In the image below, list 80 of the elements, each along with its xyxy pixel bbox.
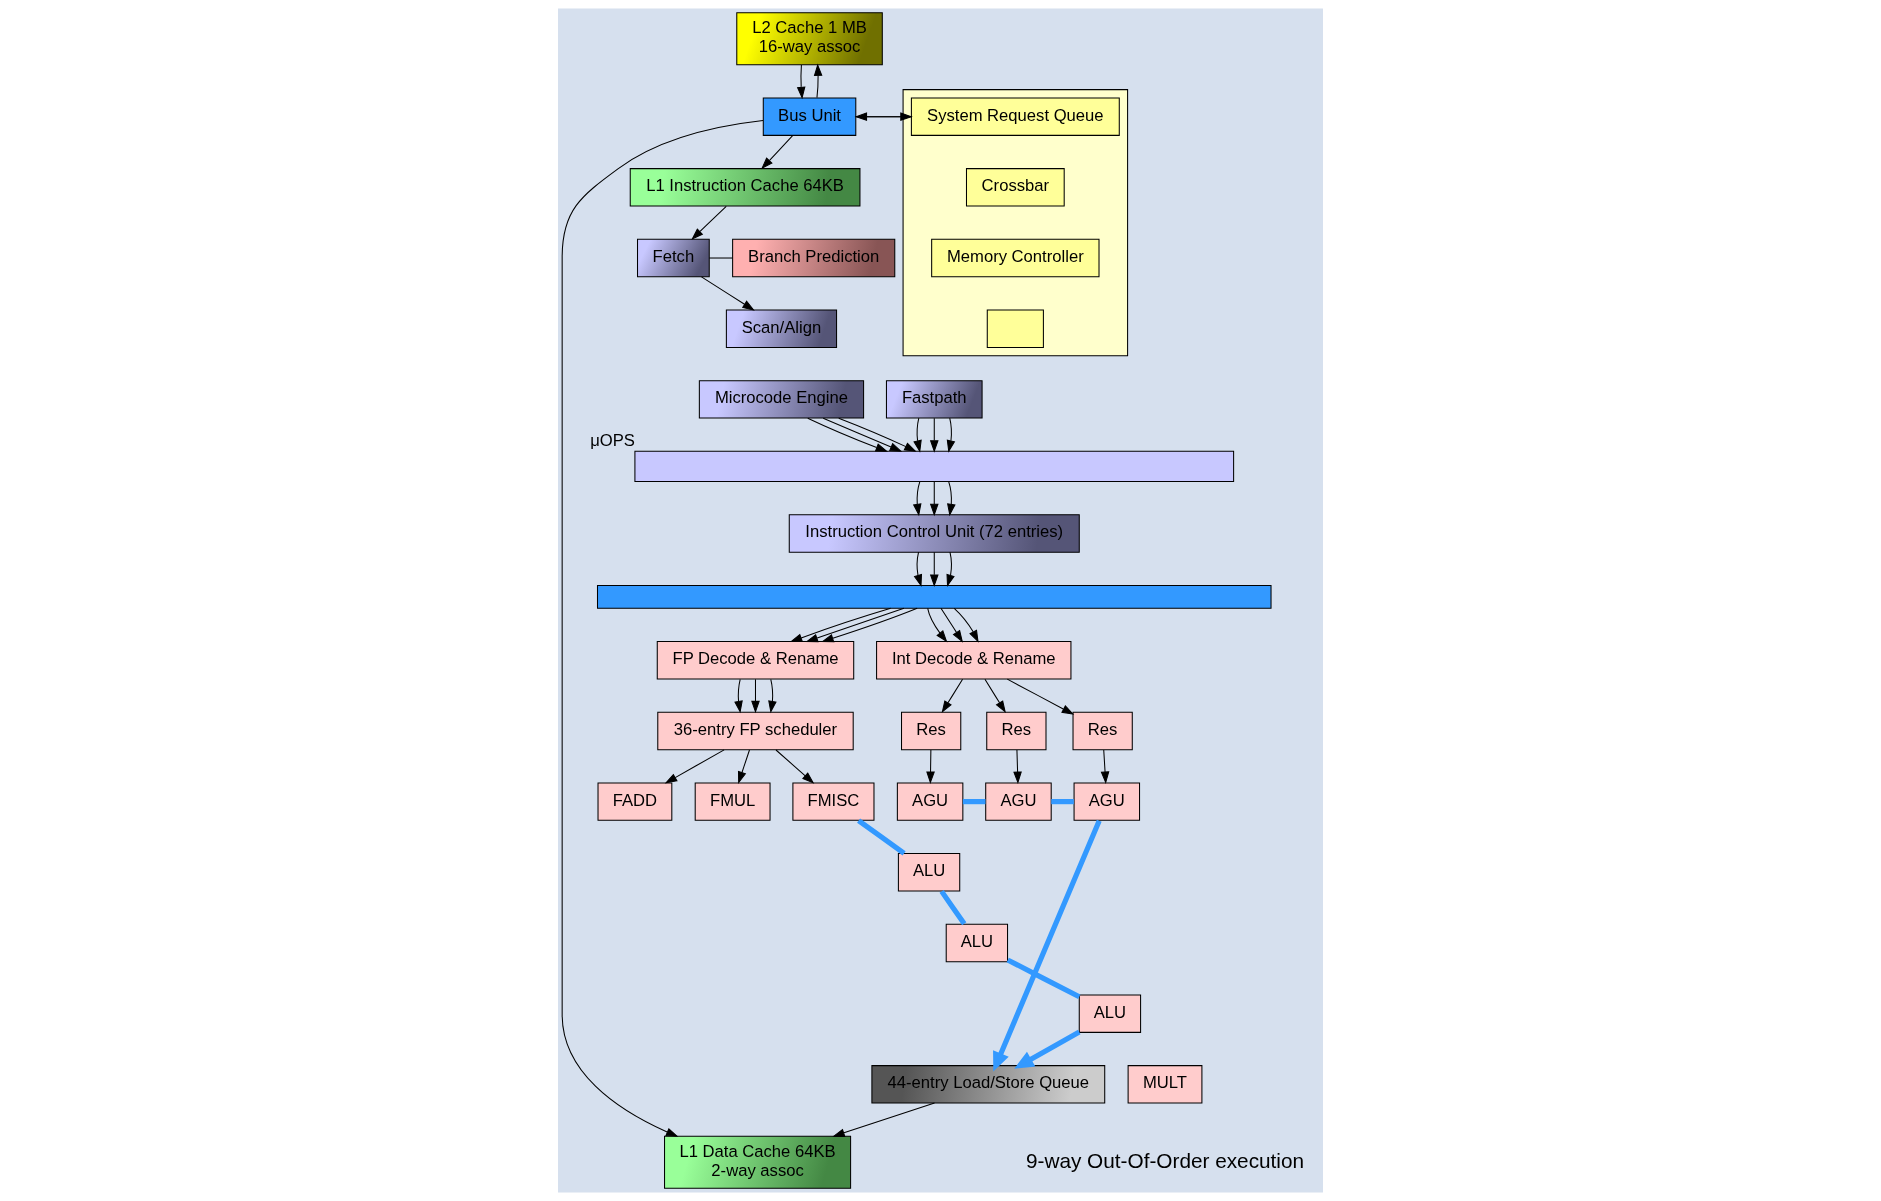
- connector: [1006, 957, 1081, 1000]
- node-box: Int Decode & Rename: [876, 641, 1072, 680]
- node-box: 36-entry FP scheduler: [657, 711, 854, 751]
- arrow: [913, 551, 923, 587]
- node-box: 44-entry Load/Store Queue: [871, 1065, 1106, 1104]
- arrow: [947, 481, 956, 517]
- connector: [857, 818, 906, 856]
- node-box: AGU: [896, 782, 964, 821]
- node-box: Bus Unit: [762, 97, 857, 136]
- arrow: [929, 481, 939, 517]
- node-box: Res: [986, 711, 1047, 751]
- arrow: [796, 64, 806, 100]
- arrow: [664, 749, 725, 784]
- label: 9-way Out-Of-Order execution: [1025, 1148, 1305, 1172]
- node-box: FMUL: [694, 782, 771, 821]
- node-box: Microcode Engine: [698, 380, 865, 419]
- arrow: [768, 678, 777, 714]
- arrow: [940, 607, 964, 643]
- arrow: [700, 276, 755, 311]
- node-box: L1 Data Cache 64KB 2-way assoc: [664, 1135, 852, 1189]
- arrow: [1006, 678, 1075, 715]
- node-bar: [597, 584, 1272, 609]
- node-box: L1 Instruction Cache 64KB: [629, 168, 861, 207]
- arrow: [929, 417, 939, 453]
- arrow: [734, 678, 743, 714]
- node-box: [986, 309, 1044, 348]
- arrow: [927, 607, 948, 643]
- node-box: Instruction Control Unit (72 entries): [788, 514, 1080, 553]
- node-box: MULT: [1127, 1065, 1203, 1104]
- node-trapezoid: [634, 450, 1235, 482]
- arrow: [946, 551, 955, 587]
- node-box: FMISC: [792, 782, 875, 821]
- node-label: μOPS: [590, 430, 635, 450]
- arrow: [822, 417, 903, 452]
- arrow: [821, 607, 918, 643]
- arrow: [913, 417, 922, 453]
- node-box: System Request Queue: [910, 97, 1120, 136]
- arrow: [813, 63, 823, 99]
- node-box: L2 Cache 1 MB 16-way assoc: [736, 12, 883, 66]
- arrow: [805, 607, 905, 643]
- arrow: [1014, 1029, 1081, 1069]
- node-box: Fastpath: [885, 380, 983, 419]
- node-box: Memory Controller: [931, 238, 1100, 278]
- arrow: [832, 1102, 935, 1137]
- arrow: [912, 481, 922, 517]
- node-box: AGU: [1073, 782, 1141, 821]
- node-box: ALU: [1078, 994, 1142, 1033]
- node-box: Branch Prediction: [732, 238, 896, 278]
- arrow: [775, 749, 815, 784]
- arrow: [926, 749, 935, 785]
- arrow: [751, 678, 760, 714]
- arrow: [953, 607, 979, 643]
- arrow: [691, 205, 727, 240]
- node-box: Scan/Align: [725, 309, 838, 348]
- node-box: FADD: [597, 782, 673, 821]
- connector: [939, 889, 967, 926]
- arrow: [807, 417, 889, 452]
- node-box: Fetch: [637, 238, 710, 278]
- arrow: [946, 417, 956, 453]
- node-box: FP Decode & Rename: [656, 641, 855, 680]
- arrow: [789, 607, 892, 643]
- arrow: [737, 749, 750, 784]
- arrow: [761, 135, 794, 170]
- node-box: Res: [1072, 711, 1133, 751]
- node-box: Res: [901, 711, 962, 751]
- arrow: [838, 417, 917, 452]
- arrow: [1100, 749, 1110, 785]
- node-box: AGU: [985, 782, 1052, 821]
- arrow: [993, 819, 1102, 1072]
- arrow: [929, 551, 939, 587]
- arrow: [941, 678, 964, 714]
- arrow: [561, 120, 764, 1137]
- node-box: ALU: [945, 923, 1009, 963]
- connector: [708, 257, 734, 259]
- node-box: ALU: [897, 853, 961, 892]
- arrow: [984, 678, 1006, 714]
- arrow: [1013, 749, 1022, 785]
- connector: [962, 799, 986, 805]
- connector: [1051, 799, 1074, 805]
- node-box: Crossbar: [965, 168, 1065, 207]
